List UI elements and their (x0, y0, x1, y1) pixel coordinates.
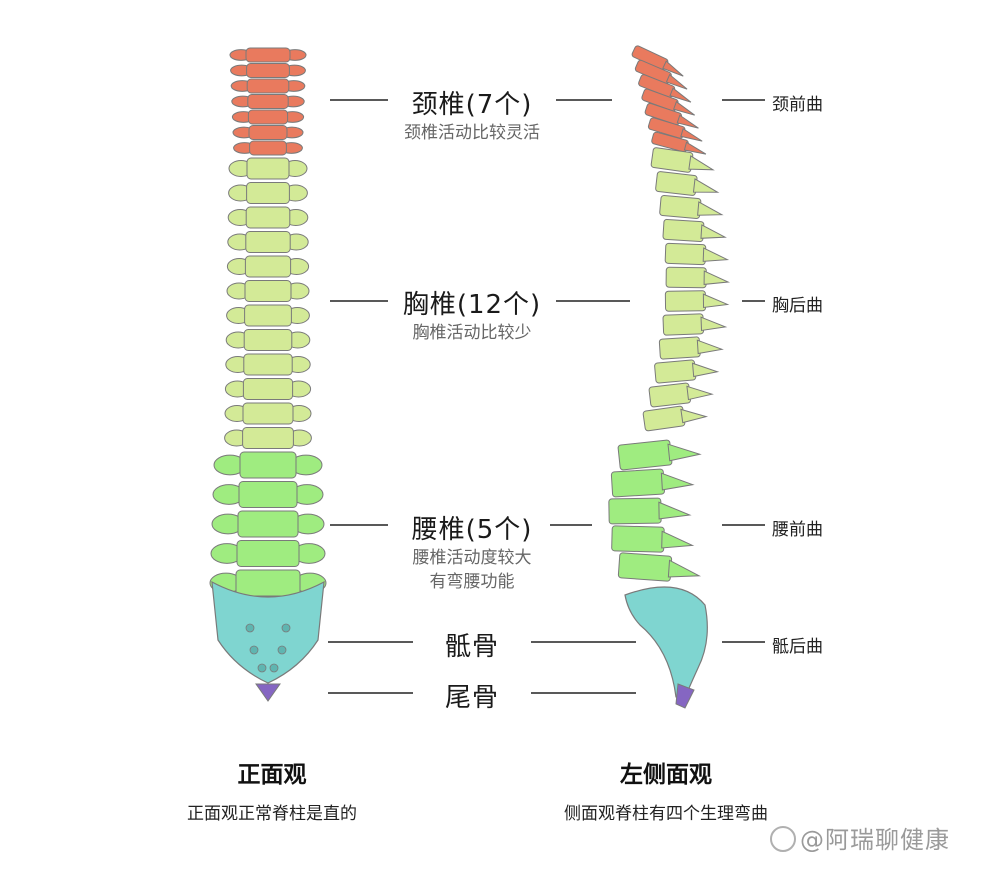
side-cervical-vertebra (634, 59, 688, 90)
front-lumbar-vertebra (213, 451, 323, 479)
side-lumbar-vertebra (611, 525, 695, 553)
front-cervical-vertebra (230, 78, 306, 94)
front-thoracic-vertebra (224, 402, 312, 425)
side-thoracic-vertebra (648, 382, 714, 408)
side-lumbar-vertebra (610, 468, 695, 498)
front-view-caption: 正面观 正面观正常脊柱是直的 (142, 755, 402, 824)
side-cervical-vertebra (638, 74, 692, 103)
front-thoracic-vertebra (228, 157, 308, 180)
front-view-desc: 正面观正常脊柱是直的 (187, 804, 357, 824)
front-thoracic-vertebra (228, 182, 308, 204)
side-thoracic-vertebra (654, 359, 720, 384)
front-sacral-foramen (281, 623, 291, 633)
front-view-spine (209, 47, 327, 702)
front-coccyx (255, 683, 281, 702)
front-cervical-vertebra (232, 125, 304, 140)
cervical-name: 颈椎(7个) (411, 90, 533, 120)
coccyx-label: 尾骨 (412, 677, 532, 714)
front-thoracic-vertebra (226, 304, 310, 327)
front-view-title: 正面观 (237, 762, 307, 788)
front-thoracic-vertebra (227, 206, 309, 229)
side-view-desc: 侧面观脊柱有四个生理弯曲 (564, 804, 768, 824)
side-thoracic-vertebra (662, 218, 727, 243)
side-thoracic-vertebra (662, 313, 728, 336)
side-view-spine (608, 45, 731, 709)
front-thoracic-vertebra (225, 329, 311, 351)
side-view-title: 左侧面观 (620, 762, 712, 788)
thoracic-label: 胸椎(12个) 胸椎活动比较少 (372, 284, 572, 345)
cervical-label: 颈椎(7个) 颈椎活动比较灵活 (372, 84, 572, 145)
sacrum-label: 骶骨 (412, 626, 532, 663)
front-cervical-vertebra (233, 140, 303, 156)
side-thoracic-vertebra (650, 147, 715, 173)
lumbar-desc-line2: 有弯腰功能 (429, 572, 515, 592)
leader-lines (328, 99, 765, 694)
front-sacral-foramen (277, 645, 287, 655)
paw-icon (770, 826, 796, 852)
thoracic-desc: 胸椎活动比较少 (412, 323, 532, 343)
front-sacral-foramen (245, 623, 255, 633)
front-thoracic-vertebra (225, 353, 311, 376)
front-thoracic-vertebra (224, 427, 312, 449)
side-view-caption: 左侧面观 侧面观脊柱有四个生理弯曲 (516, 755, 816, 824)
side-lumbar-vertebra (617, 552, 702, 582)
side-thoracic-vertebra (664, 290, 730, 312)
watermark: @阿瑞聊健康 (770, 820, 950, 855)
front-cervical-vertebra (230, 63, 306, 78)
side-thoracic-vertebra (658, 336, 724, 360)
side-thoracic-vertebra (655, 171, 720, 196)
lumbar-desc-line1: 腰椎活动度较大 (412, 548, 532, 568)
lumbar-label: 腰椎(5个) 腰椎活动度较大 有弯腰功能 (372, 509, 572, 594)
side-thoracic-vertebra (659, 195, 724, 219)
front-lumbar-vertebra (210, 540, 326, 567)
front-thoracic-vertebra (226, 255, 310, 278)
front-cervical-vertebra (231, 94, 305, 109)
front-sacral-foramen (269, 663, 279, 673)
side-thoracic-vertebra (642, 405, 709, 432)
front-lumbar-vertebra (211, 510, 325, 538)
front-sacrum (211, 580, 325, 684)
front-cervical-vertebra (229, 47, 307, 63)
front-thoracic-vertebra (224, 378, 312, 400)
side-thoracic-vertebra (664, 242, 730, 266)
lumbar-curve-label: 腰前曲 (772, 520, 823, 540)
front-sacral-foramen (257, 663, 267, 673)
side-lumbar-vertebra (617, 439, 702, 471)
front-cervical-vertebra (231, 109, 305, 125)
sacrum-name: 骶骨 (444, 632, 499, 662)
cervical-desc: 颈椎活动比较灵活 (404, 123, 540, 143)
front-thoracic-vertebra (226, 280, 310, 302)
side-thoracic-vertebra (665, 266, 731, 289)
side-coccyx (675, 683, 695, 709)
side-sacrum (624, 586, 708, 701)
front-lumbar-vertebra (212, 481, 324, 508)
cervical-curve-label: 颈前曲 (772, 95, 823, 115)
coccyx-name: 尾骨 (444, 683, 499, 713)
sacrum-curve-label: 骶后曲 (772, 637, 823, 657)
side-cervical-vertebra (644, 102, 699, 129)
side-cervical-vertebra (647, 117, 703, 142)
front-thoracic-vertebra (227, 231, 309, 253)
front-sacral-foramen (249, 645, 259, 655)
thoracic-curve-label: 胸后曲 (772, 296, 823, 316)
side-cervical-vertebra (651, 131, 707, 155)
lumbar-name: 腰椎(5个) (411, 515, 533, 545)
thoracic-name: 胸椎(12个) (402, 290, 542, 320)
watermark-text: @阿瑞聊健康 (800, 826, 950, 854)
side-lumbar-vertebra (608, 497, 692, 525)
